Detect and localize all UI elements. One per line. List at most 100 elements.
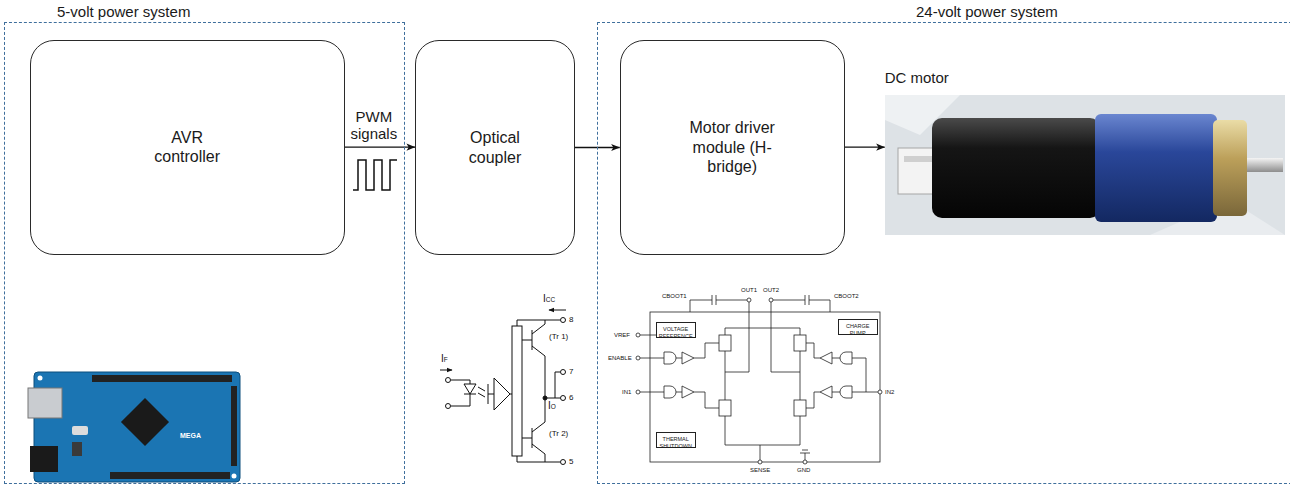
arduino-board bbox=[38, 376, 43, 381]
optocoupler-schematic bbox=[464, 384, 476, 394]
arduino-board bbox=[30, 446, 58, 472]
h-bridge-schematic bbox=[852, 392, 878, 393]
h-bridge-schematic bbox=[840, 386, 852, 398]
h-bridge-schematic bbox=[769, 298, 773, 302]
region-heading: 5-volt power system bbox=[57, 3, 190, 20]
h-bridge-schematic bbox=[802, 450, 808, 451]
optocoupler-schematic bbox=[561, 460, 566, 465]
optocoupler-schematic bbox=[532, 330, 533, 350]
h-bridge-schematic bbox=[664, 386, 676, 398]
transistor-label: (Tr 1) bbox=[549, 333, 568, 341]
h-bridge-schematic bbox=[794, 400, 806, 416]
power-domain-region: 5-volt power systemAVR controller bbox=[4, 22, 405, 484]
box-label: AVR controller bbox=[141, 128, 233, 166]
arduino-board bbox=[92, 375, 232, 382]
optocoupler-schematic bbox=[532, 428, 533, 448]
optocoupler-schematic bbox=[561, 396, 566, 401]
h-bridge-schematic bbox=[832, 358, 840, 359]
h-bridge-schematic bbox=[878, 390, 882, 394]
optocoupler-schematic bbox=[532, 320, 545, 334]
pin-name: OUT2 bbox=[763, 287, 779, 293]
driver-box: Motor driver module (H-bridge) bbox=[620, 40, 845, 255]
controller-box: AVR controller bbox=[30, 40, 345, 255]
motor-photo bbox=[885, 95, 1285, 235]
h-bridge-schematic bbox=[840, 352, 852, 364]
arduino-board bbox=[34, 372, 240, 482]
optocoupler-schematic bbox=[440, 310, 566, 465]
h-bridge-schematic bbox=[794, 335, 806, 351]
h-bridge-schematic bbox=[682, 386, 694, 398]
h-bridge-schematic bbox=[640, 358, 664, 359]
pin-name: IN1 bbox=[622, 389, 631, 395]
h-bridge-schematic bbox=[682, 352, 694, 364]
h-bridge-schematic bbox=[640, 392, 664, 393]
box-label: Optical coupler bbox=[449, 128, 541, 166]
h-bridge-schematic bbox=[820, 386, 832, 398]
h-bridge-schematic bbox=[800, 453, 810, 454]
arduino-board bbox=[28, 388, 62, 418]
motor-photo bbox=[1247, 158, 1283, 172]
h-bridge-schematic bbox=[832, 392, 840, 393]
arduino-board bbox=[72, 426, 88, 435]
pin-name: CBOOT1 bbox=[662, 293, 687, 299]
h-bridge-schematic bbox=[650, 312, 880, 462]
optocoupler-schematic bbox=[451, 380, 470, 384]
optocoupler-schematic bbox=[440, 370, 452, 371]
optocoupler-schematic bbox=[478, 393, 485, 397]
h-bridge-schematic bbox=[636, 356, 640, 360]
h-bridge-schematic bbox=[803, 460, 807, 464]
h-bridge-schematic bbox=[716, 300, 747, 301]
region-heading: DC motor bbox=[885, 69, 949, 86]
h-bridge-schematic bbox=[773, 300, 805, 301]
connector-group bbox=[345, 147, 885, 148]
h-bridge-schematic bbox=[820, 352, 832, 364]
h-bridge-schematic bbox=[719, 335, 731, 351]
optocoupler-schematic bbox=[532, 346, 545, 432]
box-label: THERMAL SHUTDOWN bbox=[659, 436, 693, 449]
motor-photo bbox=[885, 95, 1285, 235]
power-domain-region: 24-volt power systemMotor driver module … bbox=[597, 22, 1290, 484]
optocoupler-schematic bbox=[555, 372, 560, 398]
box-label: VOLTAGE REFERENCE bbox=[659, 326, 693, 339]
function-block: THERMAL SHUTDOWN bbox=[656, 432, 696, 449]
h-bridge-schematic bbox=[719, 400, 731, 416]
optocoupler-schematic bbox=[512, 326, 522, 456]
pin-name: IN2 bbox=[885, 389, 894, 395]
transistor-label: (Tr 2) bbox=[549, 430, 568, 438]
optocoupler-schematic bbox=[522, 438, 532, 439]
pwm-waveform bbox=[353, 160, 397, 190]
board-logo: MEGA bbox=[180, 432, 201, 439]
h-bridge-schematic bbox=[690, 300, 712, 312]
h-bridge-schematic bbox=[852, 358, 866, 392]
optocoupler-schematic bbox=[488, 394, 494, 395]
h-bridge-schematic bbox=[676, 358, 682, 359]
h-bridge-schematic bbox=[636, 333, 640, 337]
h-bridge-schematic bbox=[725, 328, 800, 445]
box-label: Motor driver module (H-bridge) bbox=[670, 118, 795, 176]
h-bridge-schematic bbox=[636, 295, 882, 464]
h-bridge-schematic bbox=[805, 295, 806, 305]
optocoupler-schematic bbox=[561, 318, 566, 323]
pin-number: 5 bbox=[569, 458, 573, 466]
h-bridge-schematic bbox=[640, 335, 656, 336]
arduino-board bbox=[232, 474, 237, 479]
h-bridge-schematic bbox=[636, 390, 640, 394]
signal-label: PWM signals bbox=[345, 108, 403, 143]
arduino-board bbox=[121, 398, 169, 446]
h-bridge-schematic bbox=[809, 300, 830, 312]
pin-number: 8 bbox=[569, 316, 573, 324]
pin-number: 7 bbox=[569, 368, 573, 376]
optocoupler-schematic bbox=[532, 444, 545, 462]
pin-name: CBOOT2 bbox=[834, 293, 859, 299]
signal-arrow bbox=[845, 147, 885, 148]
region-heading: 24-volt power system bbox=[916, 3, 1058, 20]
optocoupler-schematic bbox=[545, 398, 560, 399]
h-bridge-schematic bbox=[806, 392, 820, 408]
current-label: IF bbox=[441, 354, 448, 364]
arduino-board bbox=[28, 372, 240, 482]
optocoupler-schematic bbox=[478, 387, 485, 391]
function-block: CHARGE PUMP bbox=[838, 319, 878, 336]
